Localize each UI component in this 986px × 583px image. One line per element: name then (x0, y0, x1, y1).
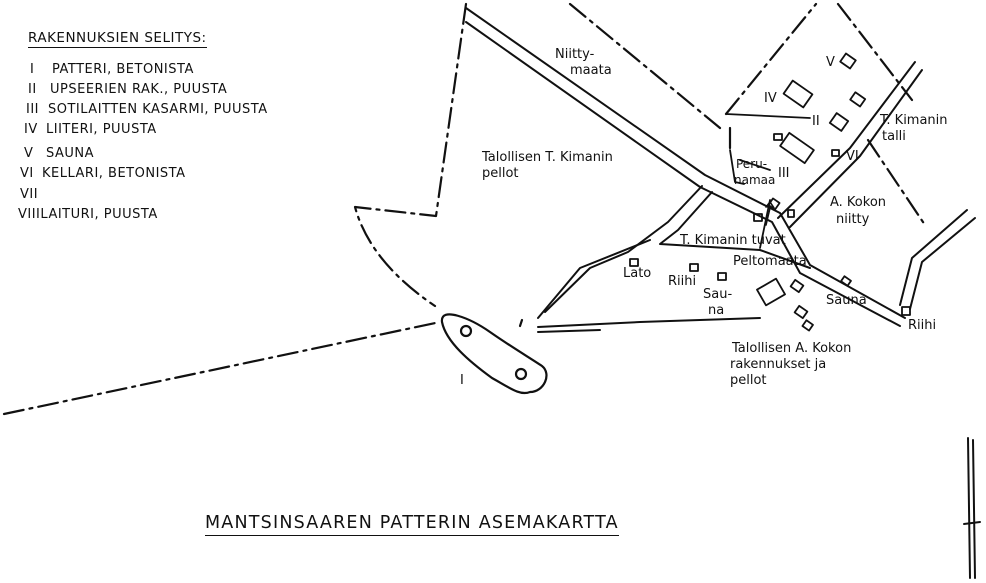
legend-item: IV LIITERI, PUUSTA (24, 122, 157, 137)
label-kimanin-tuvat: T. Kimanin tuvat (680, 233, 786, 248)
label-building-v: V (826, 55, 835, 70)
legend-item: II UPSEERIEN RAK., PUUSTA (28, 82, 227, 97)
legend-item-text: KELLARI, BETONISTA (42, 166, 186, 181)
legend-item-text: LIITERI, PUUSTA (46, 122, 157, 137)
label-building-iv: IV (764, 91, 777, 106)
label-maata: maata (570, 63, 612, 78)
legend-item-text: PATTERI, BETONISTA (52, 62, 194, 77)
label-pellot-2: pellot (730, 373, 767, 388)
legend-item-text: SAUNA (46, 146, 95, 161)
legend-item: III SOTILAITTEN KASARMI, PUUSTA (26, 102, 268, 117)
label-building-i: I (460, 373, 464, 388)
legend-item-text: SOTILAITTEN KASARMI, PUUSTA (48, 102, 268, 117)
label-peru: Peru- (736, 157, 768, 171)
legend-item-number: VI (20, 166, 34, 181)
label-niitty-2: niitty (836, 212, 870, 227)
legend-item-text: UPSEERIEN RAK., PUUSTA (50, 82, 228, 97)
label-talollisen-kimanin: Talollisen T. Kimanin (482, 150, 613, 165)
legend-item: VII (20, 187, 42, 202)
label-niitty: Niitty- (555, 47, 595, 62)
legend-item: VIIILAITURI, PUUSTA (18, 207, 158, 222)
scale-bar (963, 437, 981, 579)
label-building-iii: III (778, 166, 790, 181)
buildings (629, 52, 911, 332)
boundary-lines (2, 2, 927, 416)
label-building-ii: II (812, 114, 820, 129)
label-riihi-2: Riihi (908, 318, 937, 333)
field-lines (725, 113, 811, 249)
legend-heading: RAKENNUKSIEN SELITYS: (28, 30, 207, 48)
label-namaa: namaa (734, 173, 776, 187)
map-title: MANTSINSAAREN PATTERIN ASEMAKARTTA (205, 513, 619, 536)
label-kokon-niitty: A. Kokon (830, 195, 887, 210)
legend-item-number: I (30, 62, 35, 77)
legend-item-text: LAITURI, PUUSTA (40, 207, 158, 222)
legend-item-number: II (28, 82, 37, 97)
label-sauna-1b: na (708, 303, 725, 318)
label-pellot: pellot (482, 166, 519, 181)
legend-item: VI KELLARI, BETONISTA (20, 166, 186, 181)
legend-item-number: IV (24, 122, 38, 137)
label-riihi: Riihi (668, 274, 697, 289)
label-building-vi: VI (846, 149, 859, 164)
western-roads (537, 185, 811, 333)
label-lato: Lato (623, 266, 652, 281)
label-talli: talli (882, 129, 906, 144)
northeast-road (777, 61, 923, 228)
label-sauna-2: Sauna (826, 293, 867, 308)
legend-item-number: V (24, 146, 34, 161)
legend-item-number: VIII (18, 207, 41, 222)
legend-item: V SAUNA (24, 146, 94, 161)
label-kokon-rakennukset: Talollisen A. Kokon (732, 341, 852, 356)
battery-i (440, 313, 548, 395)
label-rakennukset-ja: rakennukset ja (730, 357, 827, 372)
label-kimanin-talli: T. Kimanin (880, 113, 948, 128)
legend-item-number: III (26, 102, 40, 117)
label-peltomaata: Peltomaata (733, 254, 807, 269)
east-road (899, 209, 976, 310)
legend-item: I PATTERI, BETONISTA (30, 62, 194, 77)
legend-item-number: VII (20, 187, 39, 202)
arrows (765, 201, 775, 226)
label-sauna-1a: Sau- (703, 287, 733, 302)
